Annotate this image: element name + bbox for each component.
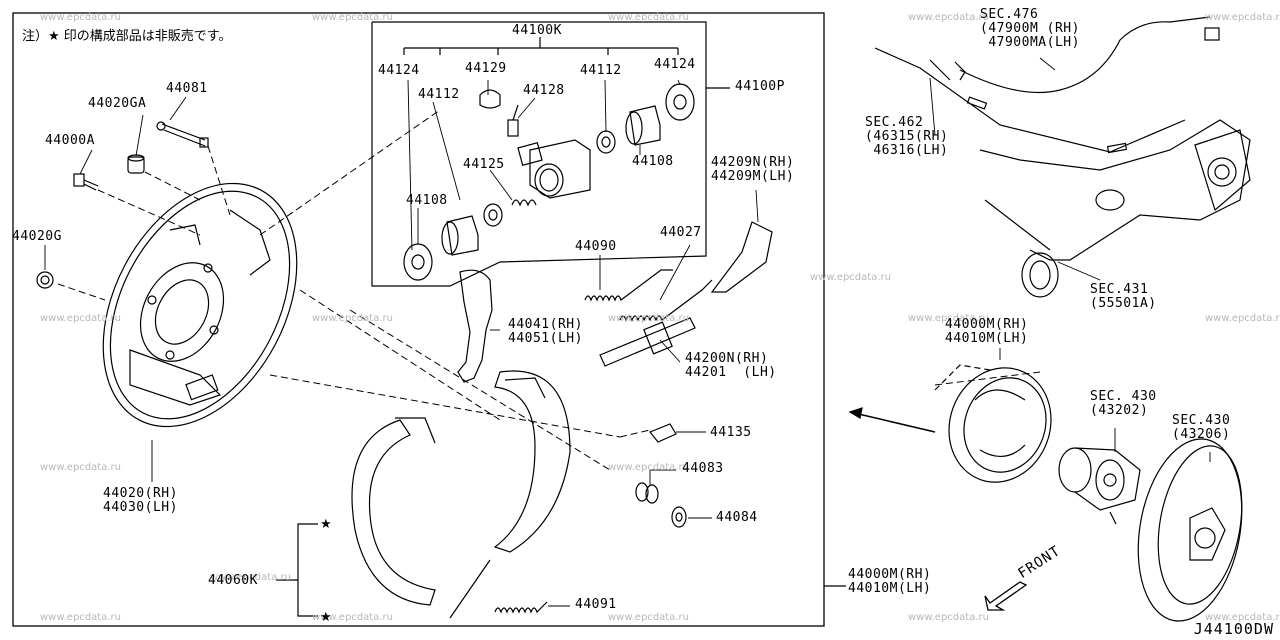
label-44020GA: 44020GA — [88, 96, 147, 111]
spring-44027 — [619, 279, 713, 322]
label-44091: 44091 — [575, 597, 617, 612]
watermark: www.epcdata.ru — [908, 12, 989, 23]
label-44108-right: 44108 — [632, 154, 674, 169]
label-sec462: SEC.462 (46315(RH) 46316(LH) — [865, 115, 949, 158]
label-44129: 44129 — [465, 61, 507, 76]
parking-cable — [874, 16, 1220, 154]
rear-axle-beam — [979, 119, 1251, 298]
watermark: www.epcdata.ru — [608, 12, 689, 23]
label-44128: 44128 — [523, 83, 565, 98]
watermark: www.epcdata.ru — [608, 612, 689, 623]
bleeder-44128 — [507, 104, 519, 137]
label-44090: 44090 — [575, 239, 617, 254]
wheel-cylinder — [517, 139, 591, 199]
label-44100P: 44100P — [735, 79, 785, 94]
backing-plate — [102, 182, 298, 428]
plug-44020G — [36, 271, 54, 289]
watermark: www.epcdata.ru — [40, 612, 121, 623]
watermark: www.epcdata.ru — [1205, 612, 1280, 623]
brake-assembly-bracket — [934, 364, 991, 391]
label-44081: 44081 — [166, 81, 208, 96]
adjuster-44200 — [599, 317, 696, 367]
label-44041: 44041(RH) 44051(LH) — [508, 317, 583, 346]
watermark: www.epcdata.ru — [40, 313, 121, 324]
pin-44135 — [649, 423, 677, 443]
non-sale-note: 注）★ 印の構成部品は非販売です。 — [22, 29, 232, 44]
watermark: www.epcdata.ru — [908, 612, 989, 623]
cylinder-cup-44124 — [403, 83, 695, 281]
retainer-44083 — [635, 482, 659, 504]
brake-shoe-right — [493, 370, 571, 553]
watermark: www.epcdata.ru — [210, 572, 291, 583]
adjuster-lever-44209 — [710, 221, 773, 293]
label-44112-left: 44112 — [418, 87, 460, 102]
label-44020G: 44020G — [12, 229, 62, 244]
brake-shoe-left — [351, 417, 436, 606]
non-sale-star-icon: ★ — [320, 610, 332, 625]
label-44000M-bottom: 44000M(RH) 44010M(LH) — [848, 567, 932, 596]
watermark: www.epcdata.ru — [908, 313, 989, 324]
label-44135: 44135 — [710, 425, 752, 440]
watermark: www.epcdata.ru — [608, 462, 689, 473]
label-44060K: 44060K — [208, 573, 258, 588]
label-44083: 44083 — [682, 461, 724, 476]
label-44124-right: 44124 — [654, 57, 696, 72]
lever-44041 — [457, 269, 493, 383]
cylinder-kit-bracket — [371, 21, 707, 287]
non-sale-star-icon: ★ — [320, 517, 332, 532]
watermark: www.epcdata.ru — [608, 313, 689, 324]
seal-44112 — [483, 130, 616, 227]
watermark: www.epcdata.ru — [312, 12, 393, 23]
bolt-44081 — [156, 121, 209, 148]
label-44027: 44027 — [660, 225, 702, 240]
direction-arrow — [848, 407, 936, 433]
label-sec430-hub: SEC. 430 (43202) — [1090, 389, 1157, 418]
label-44108-left: 44108 — [406, 193, 448, 208]
diagram-code: J44100DW — [1193, 620, 1274, 638]
label-44000M-right: 44000M(RH) 44010M(LH) — [945, 317, 1029, 346]
spring-44090 — [584, 269, 673, 302]
main-frame — [12, 12, 825, 627]
label-sec430-drum: SEC.430 (43206) — [1172, 413, 1231, 442]
label-sec476: SEC.476 (47900M (RH) 47900MA(LH) — [980, 7, 1080, 50]
label-44020: 44020(RH) 44030(LH) — [103, 486, 178, 515]
label-44124-left: 44124 — [378, 63, 420, 78]
cap-44129 — [479, 89, 501, 109]
watermark: www.epcdata.ru — [312, 313, 393, 324]
watermark: www.epcdata.ru — [1205, 12, 1280, 23]
watermark: www.epcdata.ru — [312, 612, 393, 623]
label-44000A: 44000A — [45, 133, 95, 148]
drum-brake-assembly — [948, 367, 1052, 483]
label-sec431: SEC.431 (55501A) — [1090, 282, 1157, 311]
label-44200: 44200N(RH) 44201 (LH) — [685, 351, 777, 380]
spring-44125 — [511, 199, 537, 207]
watermark: www.epcdata.ru — [810, 272, 891, 283]
label-44209: 44209N(RH) 44209M(LH) — [711, 155, 795, 184]
label-44125: 44125 — [463, 157, 505, 172]
piston-44108 — [441, 105, 661, 256]
label-44084: 44084 — [716, 510, 758, 525]
watermark: www.epcdata.ru — [40, 462, 121, 473]
watermark: www.epcdata.ru — [1205, 313, 1280, 324]
watermark: www.epcdata.ru — [40, 12, 121, 23]
spring-44091 — [494, 601, 548, 614]
front-arrow — [984, 581, 1028, 611]
bolt-44000A — [73, 173, 99, 191]
nut-44020GA — [127, 154, 145, 174]
label-44112-right: 44112 — [580, 63, 622, 78]
wheel-hub-43202 — [1058, 447, 1141, 525]
brake-drum-43206 — [1137, 438, 1243, 622]
label-44100K: 44100K — [512, 23, 562, 38]
shoe-kit-bracket — [297, 523, 318, 617]
washer-44084 — [671, 506, 687, 528]
